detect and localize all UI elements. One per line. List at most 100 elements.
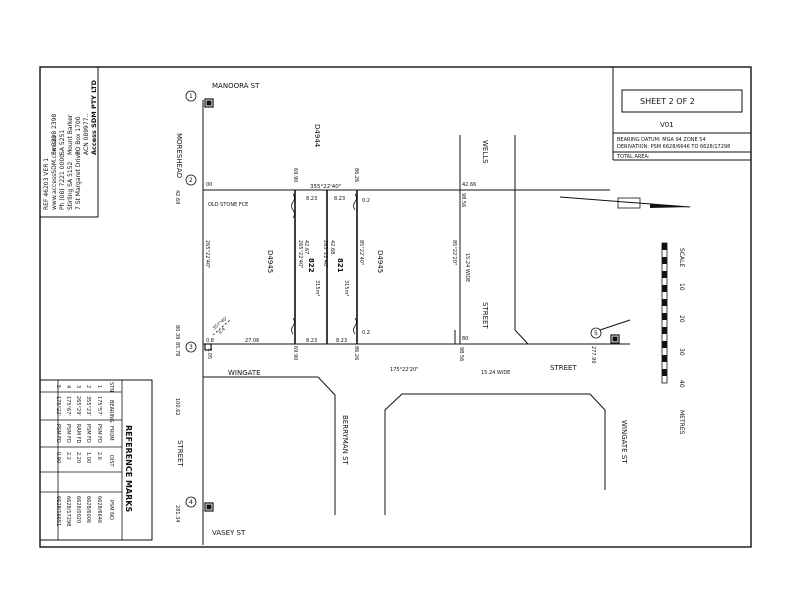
street-wells-street: STREET (481, 302, 489, 329)
dim-4266: 42.66 (462, 182, 476, 188)
surveyor-line: Fx 8398 2398 (51, 113, 58, 155)
ref-cell: 6628/6006 (85, 496, 91, 523)
ref-cell: 355°23' (85, 396, 91, 416)
mark-number: 1 (189, 93, 193, 100)
dim-105: 1.05 (206, 348, 212, 359)
surveyor-line: 7 St Margaret Drive (75, 151, 82, 210)
lot-822: 822 (307, 258, 315, 273)
dim-right-bearing: 85°22'40" (358, 240, 364, 265)
dim-9856: 98.56 (460, 193, 466, 207)
dim-0-8: 0.8 (206, 338, 214, 344)
ref-cell: 3 (75, 385, 81, 388)
ref-cell: 2.6 (96, 452, 102, 460)
dim-9856: 98.56 (458, 347, 464, 361)
area-822: 315m² (314, 280, 320, 296)
dim-lot822-dist: 42.67 (303, 240, 309, 254)
reference-mark-icons (185, 90, 620, 512)
ref-cell: 2.2 (65, 452, 71, 460)
dim-823: 8.23 (306, 338, 317, 344)
dim-80: 80 (462, 336, 468, 342)
surveyor-line: Ph (08) 7221 0000 (59, 154, 66, 210)
dim-00: 00 (206, 182, 212, 188)
scale-units: METRES (678, 410, 685, 435)
street-left: STREET (176, 440, 184, 467)
surveyor-block: REF 46203 VER 1 www.accessSDM.com.au Ph … (39, 66, 99, 218)
ref-cell: 175°57' (96, 396, 102, 416)
street-manoora: MANOORA ST (212, 82, 260, 90)
dim-6990: 69.90 (292, 346, 298, 360)
wells-width: 15.24 WIDE (464, 253, 470, 282)
ref-cell: 5 (55, 385, 61, 388)
street-wingate-street: STREET (550, 364, 577, 372)
dim-wells-bearing: 85°22'20" (451, 240, 457, 265)
dim-lot821-dist: 42.68 (329, 240, 335, 254)
dim-28134: 281.34 (174, 505, 180, 523)
total-area: TOTAL AREA: (616, 154, 650, 160)
dim-left-bearing: 265°22'40" (204, 240, 210, 268)
sheet-label: SHEET 2 OF 2 (640, 97, 695, 106)
street-moreshead: MORESHEAD (175, 133, 183, 178)
dim-0-2: 0.2 (362, 198, 370, 204)
ref-cell: PSM FD (55, 424, 61, 443)
ref-cell: 175°22' (55, 396, 61, 416)
street-berryman: BERRYMAN ST (341, 415, 349, 466)
scale-tick: 30 (678, 348, 685, 356)
dim-4269: 42.69 (174, 190, 180, 204)
mark-number: 4 (189, 499, 193, 506)
bearing-datum: BEARING DATUM: MGA 94 ZONE 54 (617, 137, 706, 143)
street-wells: WELLS (481, 140, 489, 164)
parcel-d4944: D4944 (313, 124, 321, 148)
reference-mark-numbers: 1 2 3 5 4 (189, 93, 598, 506)
dim-top-bearing: 355°22'40" (310, 184, 341, 190)
road-lines (202, 100, 631, 545)
dim-2772: 277.90 (590, 346, 596, 364)
ref-header: BEARING (108, 400, 114, 423)
surveyor-company: Access SDM PTY LTD (90, 79, 98, 155)
ref-cell: 4 (65, 385, 71, 388)
mark-number: 3 (189, 344, 193, 351)
dim-823: 8.23 (306, 196, 317, 202)
dim-8578: 85.78 (174, 342, 180, 356)
parcel-d4945-right: D4945 (376, 250, 384, 273)
dim-0-2: 0.2 (362, 330, 370, 336)
surveyor-line: ACN 089977.. (83, 114, 90, 155)
ref-cell: 6628/0020 (75, 496, 81, 523)
dim-lot821-bearing: 265°22'40" (322, 240, 328, 268)
dim-8626: 86.26 (353, 346, 359, 360)
scale-tick: 10 (678, 283, 685, 291)
dim-8626: 86.26 (353, 168, 359, 182)
ref-header: STN (108, 382, 114, 392)
street-wingate: WINGATE (228, 369, 261, 377)
dim-6990: 69.90 (292, 168, 298, 182)
surveyor-line: Stirling SA 5152 (67, 161, 74, 210)
mark-number: 5 (594, 330, 598, 337)
street-vasey: VASEY ST (212, 529, 246, 537)
ref-cell: 6628/6646 (96, 496, 102, 523)
derivation: DERIVATION: PSM 6628/6646 TO 6628/17298 (617, 144, 730, 150)
surveyor-line: www.accessSDM.com.au (51, 136, 58, 210)
mark-number: 2 (189, 177, 193, 184)
ref-cell: 0.90 (55, 452, 61, 463)
dim-823: 8.23 (336, 338, 347, 344)
lot-boundaries (212, 190, 358, 344)
ref-cell: 1 (96, 385, 102, 388)
wingate-width: 15.24 WIDE (481, 370, 510, 376)
ref-cell: 6628/16651 (55, 496, 61, 526)
ref-header: FROM (108, 426, 114, 441)
dim-lot822-bearing: 265°22'40" (297, 240, 303, 268)
scale-label: SCALE (678, 248, 685, 267)
ref-cell: PSM FD (85, 424, 91, 443)
ref-cell: 175°67' (65, 396, 71, 416)
scale-bar: SCALE 10 20 30 40 METRES (661, 242, 685, 435)
area-821: 315m² (343, 280, 349, 296)
lot-821: 821 (336, 258, 344, 273)
old-stone-fence: OLD STONE FCE (208, 202, 248, 208)
surveyor-line: SA 5251 (59, 130, 66, 155)
ref-cell: 6628/17298 (65, 496, 71, 526)
ref-cell: RAM FD (75, 424, 81, 443)
reference-marks-title: REFERENCE MARKS (124, 425, 133, 513)
title-block: SHEET 2 OF 2 V01 BEARING DATUM: MGA 94 Z… (612, 67, 751, 161)
dim-2706: 27.06 (245, 338, 259, 344)
scale-tick: 40 (678, 380, 685, 388)
